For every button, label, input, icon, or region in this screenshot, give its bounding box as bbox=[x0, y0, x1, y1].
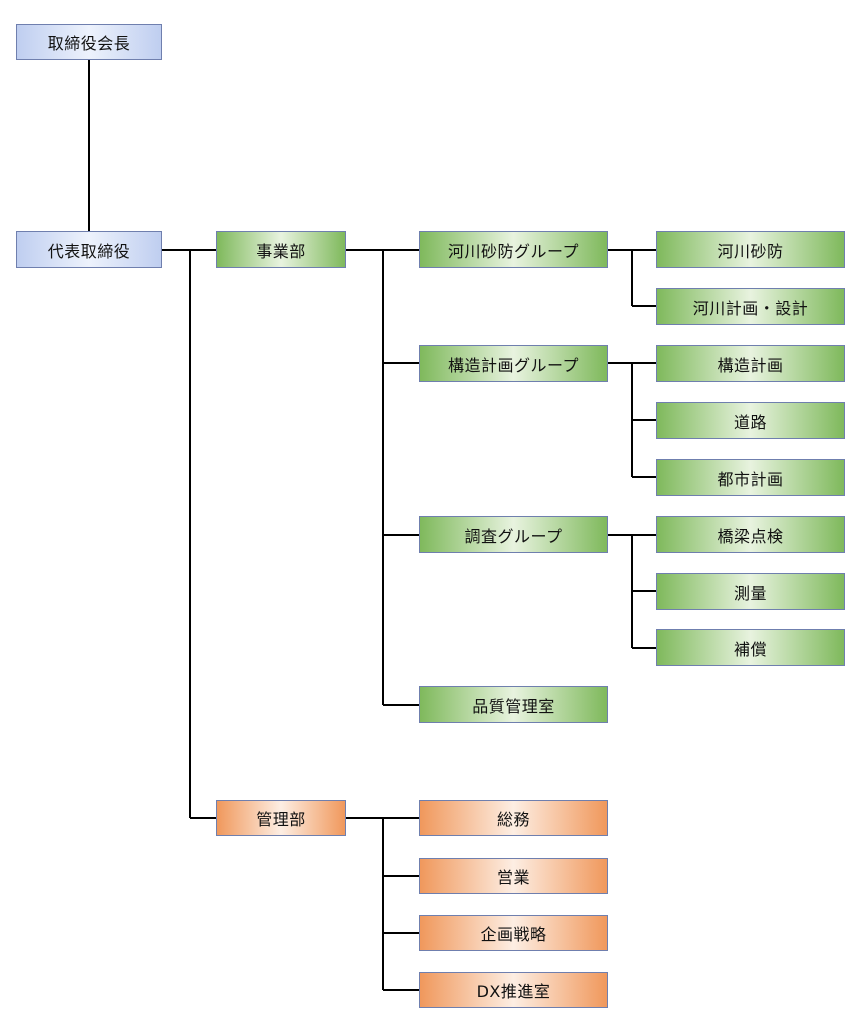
node-general-affairs: 総務 bbox=[419, 800, 608, 836]
node-river-group: 河川砂防グループ bbox=[419, 231, 608, 268]
node-river-sabo: 河川砂防 bbox=[656, 231, 845, 268]
node-river-planning-design: 河川計画・設計 bbox=[656, 288, 845, 325]
node-survey-group: 調査グループ bbox=[419, 516, 608, 553]
node-urban-planning: 都市計画 bbox=[656, 459, 845, 496]
node-strategy: 企画戦略 bbox=[419, 915, 608, 951]
node-structure-group: 構造計画グループ bbox=[419, 345, 608, 382]
node-compensation: 補償 bbox=[656, 629, 845, 666]
node-surveying: 測量 bbox=[656, 573, 845, 610]
node-quality-office: 品質管理室 bbox=[419, 686, 608, 723]
node-chairman: 取締役会長 bbox=[16, 24, 162, 60]
node-admin-dept: 管理部 bbox=[216, 800, 346, 836]
node-structure-planning: 構造計画 bbox=[656, 345, 845, 382]
node-president: 代表取締役 bbox=[16, 231, 162, 268]
node-sales: 営業 bbox=[419, 858, 608, 894]
node-roads: 道路 bbox=[656, 402, 845, 439]
node-bridge-inspection: 橋梁点検 bbox=[656, 516, 845, 553]
node-dx-office: DX推進室 bbox=[419, 972, 608, 1008]
node-business-dept: 事業部 bbox=[216, 231, 346, 268]
